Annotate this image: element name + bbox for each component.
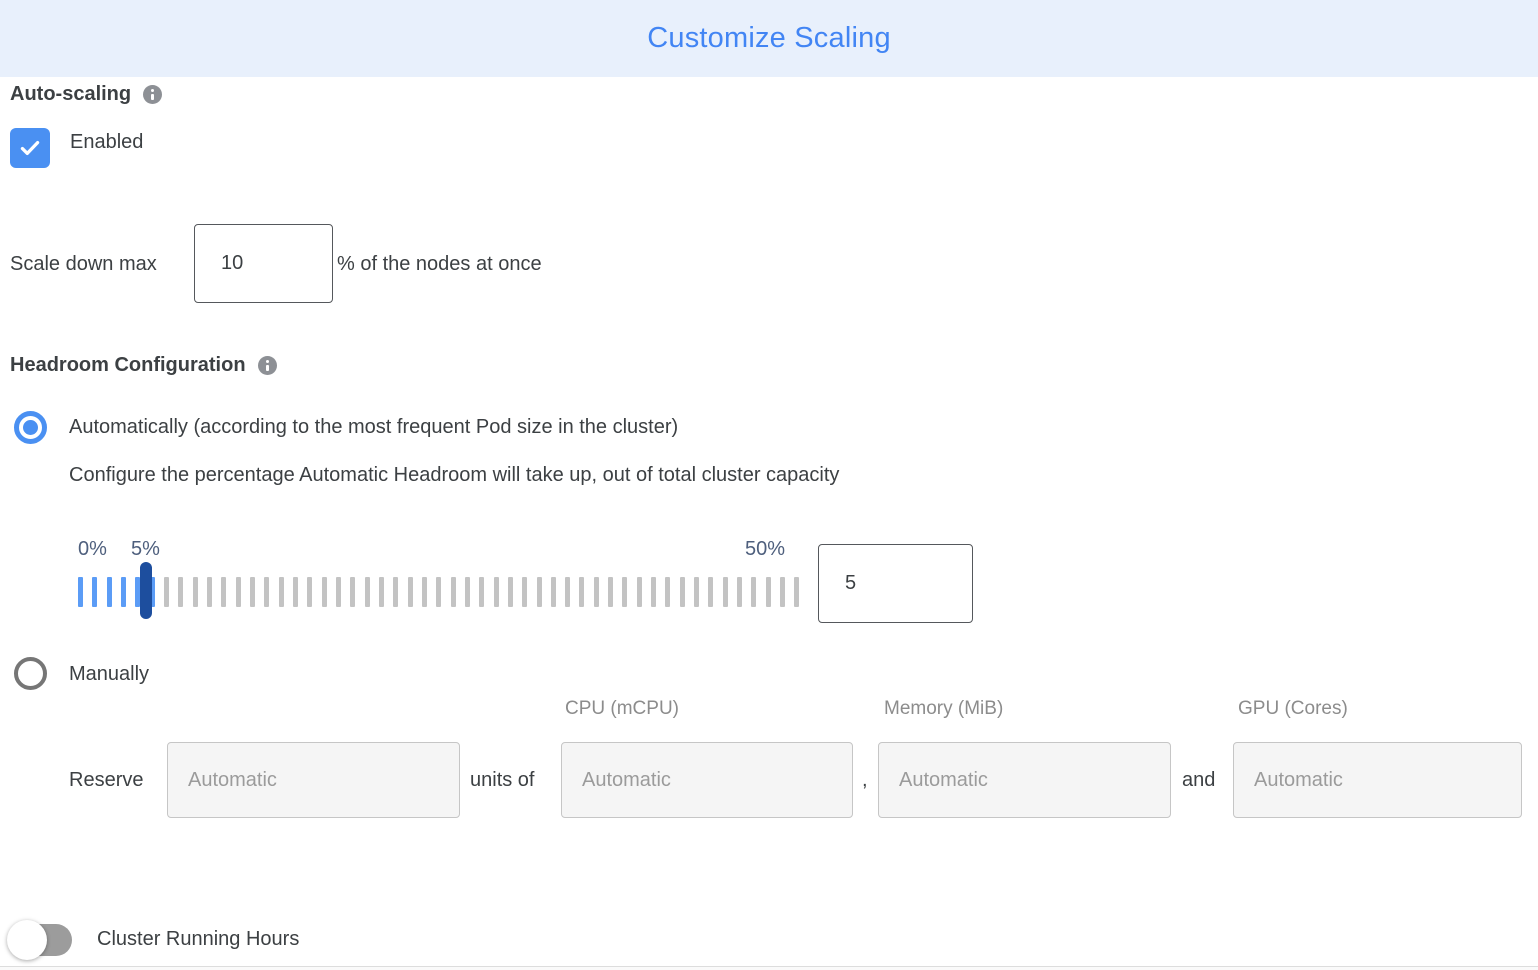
cluster-running-hours-toggle[interactable] [7, 920, 72, 960]
toggle-knob-icon [7, 920, 47, 960]
headroom-configuration-label: Headroom Configuration [10, 354, 246, 376]
slider-tick [694, 577, 700, 607]
slider-tick [178, 577, 184, 607]
slider-tick [651, 577, 657, 607]
slider-tick [636, 577, 642, 607]
slider-tick [307, 577, 313, 607]
slider-tick [135, 577, 141, 607]
checkmark-icon [20, 140, 40, 156]
auto-scaling-section-label: Auto-scaling [10, 83, 163, 106]
slider-tick [364, 577, 370, 607]
slider-tick [593, 577, 599, 607]
slider-tick [765, 577, 771, 607]
slider-tick [249, 577, 255, 607]
slider-tick [722, 577, 728, 607]
comma-separator: , [862, 769, 868, 791]
headroom-section-label: Headroom Configuration [10, 354, 277, 377]
dialog-header: Customize Scaling [0, 0, 1538, 77]
slider-tick [235, 577, 241, 607]
headroom-slider-track[interactable] [78, 577, 800, 607]
auto-scaling-info-icon[interactable] [143, 85, 163, 104]
reserve-cpu-input[interactable] [561, 742, 853, 818]
slider-tick [565, 577, 571, 607]
slider-tick [350, 577, 356, 607]
bottom-divider [0, 966, 1538, 967]
slider-tick [192, 577, 198, 607]
column-header-memory: Memory (MiB) [884, 698, 1004, 719]
headroom-auto-label: Automatically (according to the most fre… [69, 416, 679, 438]
slider-tick [393, 577, 399, 607]
slider-tick [321, 577, 327, 607]
headroom-manual-radio[interactable] [14, 657, 47, 690]
slider-tick [780, 577, 786, 607]
headroom-auto-radio[interactable] [14, 411, 47, 444]
column-header-gpu: GPU (Cores) [1238, 698, 1348, 719]
slider-tick [264, 577, 270, 607]
scale-down-max-input[interactable] [194, 224, 333, 303]
slider-tick [737, 577, 743, 607]
slider-tick [708, 577, 714, 607]
headroom-percentage-input[interactable] [818, 544, 973, 623]
slider-tick [464, 577, 470, 607]
slider-tick [479, 577, 485, 607]
slider-tick [436, 577, 442, 607]
slider-tick [149, 577, 155, 607]
slider-tick [163, 577, 169, 607]
slider-min-label: 0% [78, 538, 107, 560]
column-header-cpu: CPU (mCPU) [565, 698, 679, 719]
headroom-slider-handle[interactable] [140, 562, 152, 619]
slider-tick [206, 577, 212, 607]
slider-tick [679, 577, 685, 607]
auto-scaling-enabled-checkbox[interactable] [10, 128, 50, 168]
slider-tick [92, 577, 98, 607]
cluster-running-hours-label: Cluster Running Hours [97, 928, 300, 950]
slider-tick [407, 577, 413, 607]
slider-tick [378, 577, 384, 607]
slider-tick [450, 577, 456, 607]
slider-tick [579, 577, 585, 607]
slider-tick [78, 577, 83, 607]
headroom-manual-label: Manually [69, 663, 150, 685]
enabled-label: Enabled [70, 131, 144, 153]
slider-tick [120, 577, 126, 607]
and-label: and [1182, 769, 1216, 791]
reserve-label: Reserve [69, 769, 144, 791]
headroom-auto-description: Configure the percentage Automatic Headr… [69, 464, 840, 486]
reserve-gpu-input[interactable] [1233, 742, 1522, 818]
slider-tick [221, 577, 227, 607]
reserve-memory-input[interactable] [878, 742, 1171, 818]
slider-current-label: 5% [131, 538, 160, 560]
slider-tick [550, 577, 556, 607]
headroom-info-icon[interactable] [257, 356, 277, 375]
auto-scaling-label: Auto-scaling [10, 83, 132, 105]
slider-tick [622, 577, 628, 607]
slider-tick [665, 577, 671, 607]
units-of-label: units of [470, 769, 535, 791]
page-title: Customize Scaling [647, 22, 891, 54]
slider-tick [493, 577, 499, 607]
reserve-count-input[interactable] [167, 742, 460, 818]
slider-tick [507, 577, 513, 607]
slider-tick [421, 577, 427, 607]
bottom-strip [0, 967, 1538, 970]
slider-max-label: 50% [745, 538, 786, 560]
slider-tick [608, 577, 614, 607]
slider-tick [536, 577, 542, 607]
slider-tick [522, 577, 528, 607]
slider-tick [278, 577, 284, 607]
scale-down-max-label: Scale down max [10, 253, 157, 275]
slider-tick [335, 577, 341, 607]
slider-tick [106, 577, 112, 607]
slider-tick [292, 577, 298, 607]
slider-tick [794, 577, 800, 607]
slider-tick [751, 577, 757, 607]
scale-down-max-suffix: % of the nodes at once [337, 253, 542, 275]
